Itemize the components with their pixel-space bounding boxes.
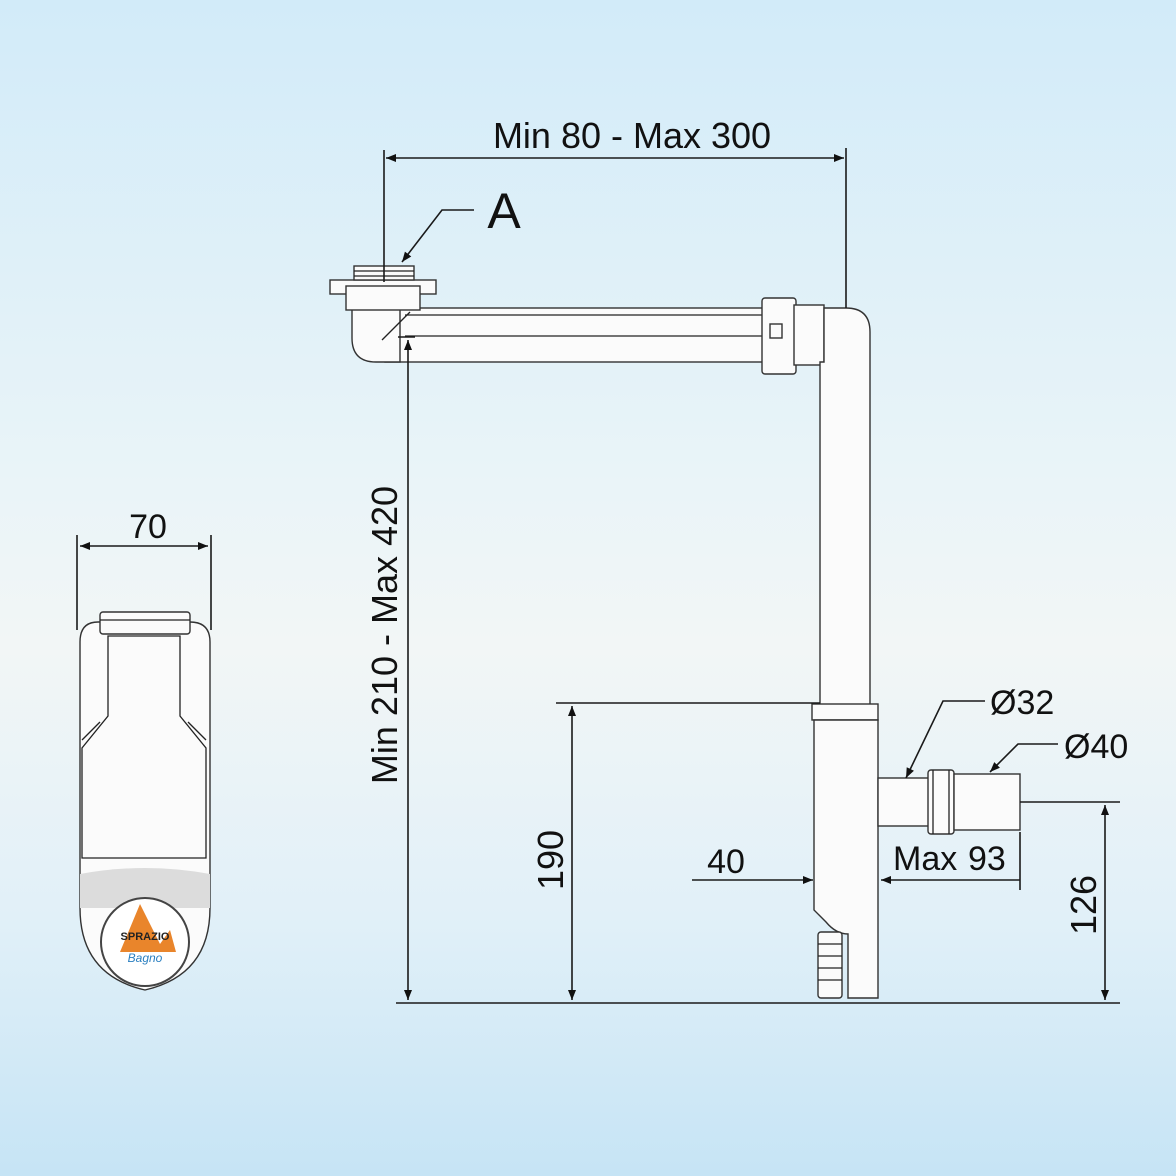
leader-a [401, 209, 474, 263]
horizontal-pipe [384, 307, 766, 363]
front-inner-tube [81, 635, 207, 859]
diameter-small-label: Ø32 [990, 684, 1054, 722]
outlet-height-label: 126 [1063, 875, 1104, 935]
siphon-side-view: Min 80 - Max 300 A Min 210 - Max 420 190… [329, 115, 1128, 1004]
inlet-label: A [487, 183, 521, 239]
trap-cap [811, 703, 879, 721]
outlet-sleeve [953, 773, 1021, 831]
horizontal-reach-label: Min 80 - Max 300 [493, 115, 771, 156]
logo-text-bottom: Bagno [128, 951, 163, 965]
inlet-nut [345, 285, 421, 311]
trap-bottom-cap [817, 931, 843, 999]
outlet-length-value: 93 [968, 840, 1006, 878]
siphon-front-view: 70 SPRAZIO Bagno [76, 508, 212, 991]
down-elbow [819, 307, 871, 706]
leader-d40 [989, 743, 1058, 773]
leader-d32 [905, 700, 985, 779]
diameter-large-label: Ø40 [1064, 728, 1128, 766]
logo-text-top: SPRAZIO [121, 931, 170, 943]
front-top-ring [99, 611, 191, 635]
trap-height-label: 190 [530, 830, 571, 890]
brand-logo: SPRAZIO Bagno [100, 897, 190, 987]
vertical-reach-label: Min 210 - Max 420 [364, 486, 405, 784]
outlet-ring [927, 769, 955, 835]
outlet-length-prefix: Max [893, 840, 957, 878]
outlet-pipe [877, 777, 931, 827]
offset-label: 40 [707, 843, 745, 881]
inlet-elbow [351, 299, 421, 363]
width-label: 70 [129, 508, 167, 546]
